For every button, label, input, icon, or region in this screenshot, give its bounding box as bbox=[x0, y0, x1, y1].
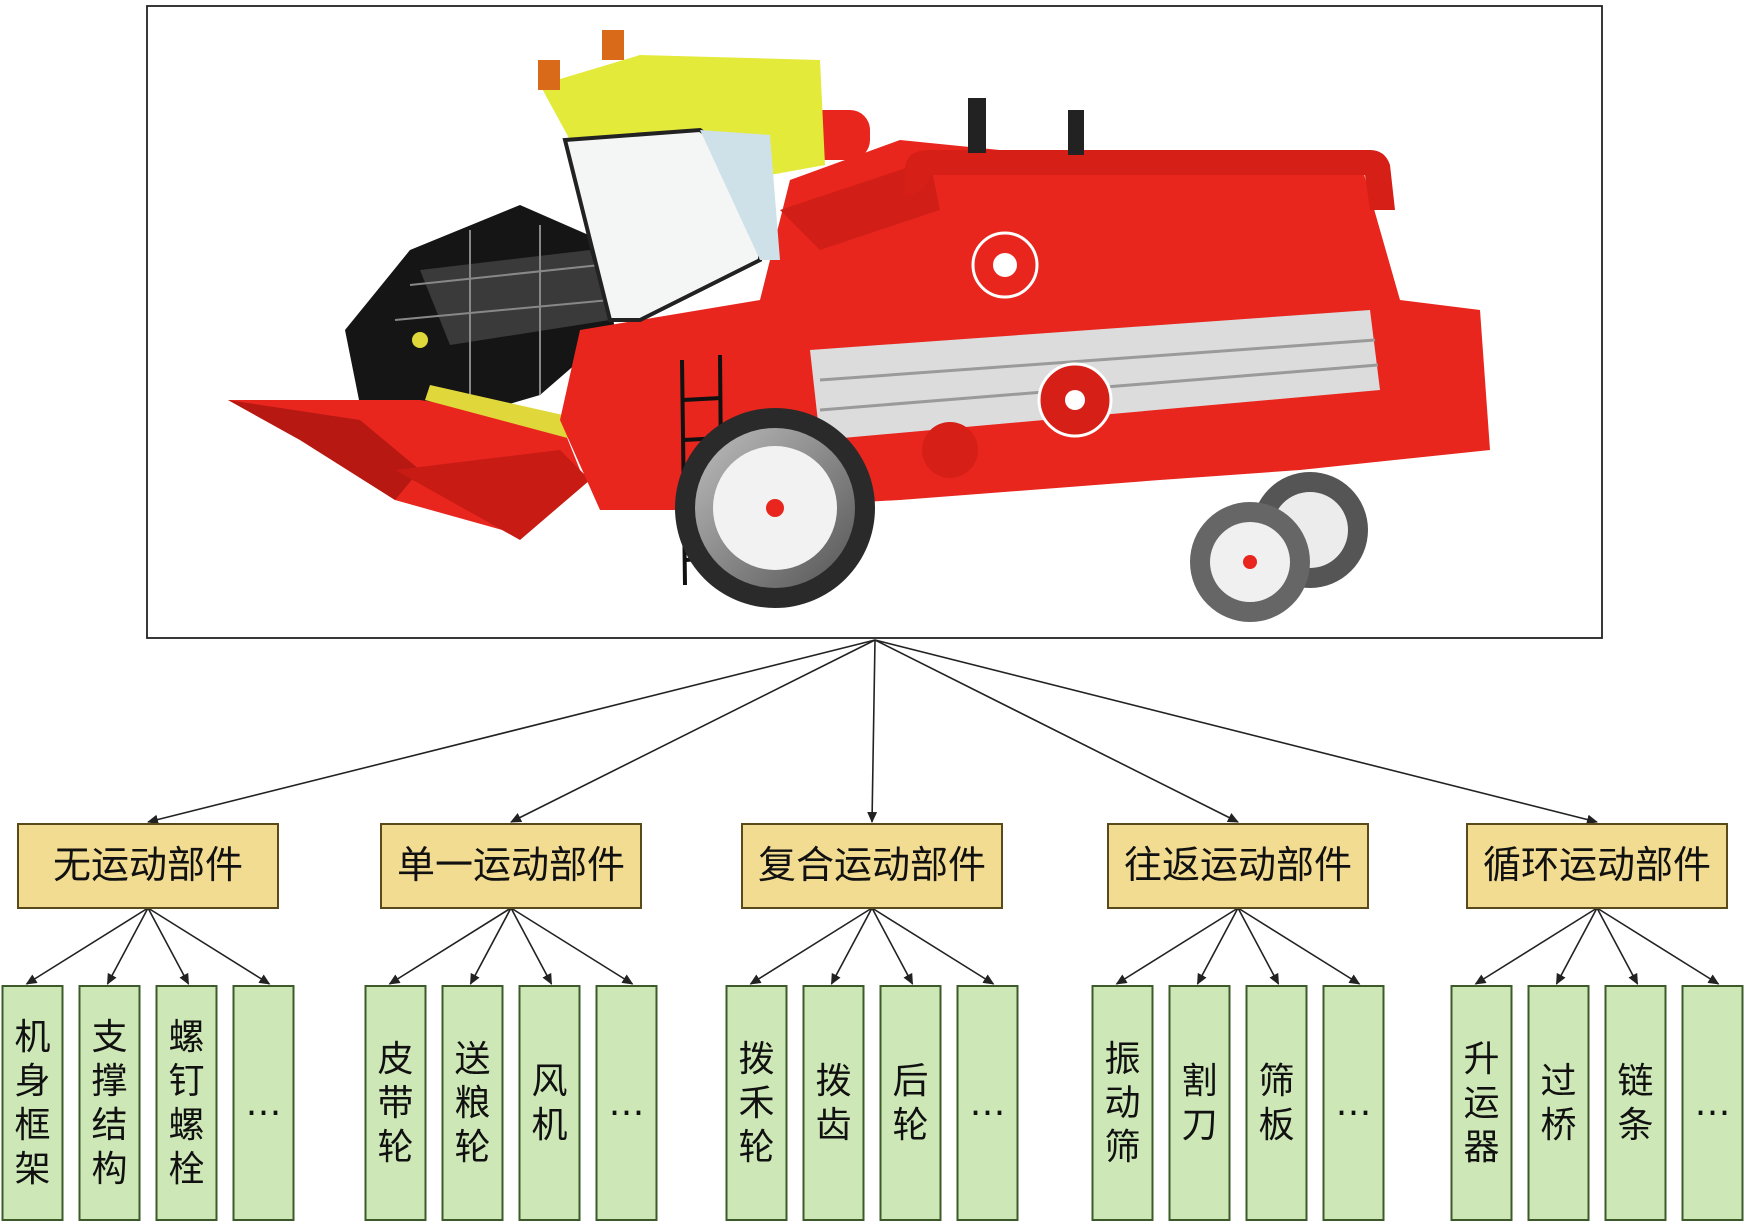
category-to-leaf-edge bbox=[1115, 907, 1239, 985]
leaf-label: 拨禾轮 bbox=[738, 1039, 774, 1168]
leaf-node: 螺钉螺栓 bbox=[155, 985, 218, 1221]
leaf-node: 筛板 bbox=[1245, 985, 1308, 1221]
category-to-leaf-edge bbox=[388, 907, 512, 985]
category-node: 往返运动部件 bbox=[1107, 823, 1369, 909]
category-to-leaf-edge bbox=[147, 907, 271, 985]
root-to-category-edge bbox=[147, 639, 876, 825]
leaf-label: 机身框架 bbox=[14, 1017, 50, 1190]
category-node: 循环运动部件 bbox=[1466, 823, 1728, 909]
leaf-label: 链条 bbox=[1617, 1061, 1653, 1146]
category-to-leaf-edge bbox=[147, 907, 190, 985]
leaf-node: … bbox=[956, 985, 1019, 1221]
leaf-node: … bbox=[232, 985, 295, 1221]
category-label: 单一运动部件 bbox=[397, 843, 625, 887]
root-to-category-edge bbox=[867, 639, 878, 823]
leaf-node: 升运器 bbox=[1450, 985, 1513, 1221]
leaf-node: 送粮轮 bbox=[441, 985, 504, 1221]
category-to-leaf-edge bbox=[106, 907, 149, 985]
leaf-label: 拨齿 bbox=[815, 1061, 851, 1146]
leaf-node: 拨齿 bbox=[802, 985, 865, 1221]
leaf-node: 风机 bbox=[518, 985, 581, 1221]
leaf-label: 过桥 bbox=[1540, 1061, 1576, 1146]
leaf-label: 螺钉螺栓 bbox=[168, 1017, 204, 1190]
category-to-leaf-edge bbox=[1596, 907, 1639, 985]
category-node: 单一运动部件 bbox=[380, 823, 642, 909]
leaf-label: 后轮 bbox=[892, 1061, 928, 1146]
root-to-category-edge bbox=[874, 639, 1239, 823]
category-to-leaf-edge bbox=[871, 907, 995, 985]
category-label: 往返运动部件 bbox=[1124, 843, 1352, 887]
category-to-leaf-edge bbox=[749, 907, 873, 985]
leaf-node: 皮带轮 bbox=[364, 985, 427, 1221]
leaf-node: 振动筛 bbox=[1091, 985, 1154, 1221]
category-to-leaf-edge bbox=[1196, 907, 1239, 985]
category-label: 无运动部件 bbox=[53, 843, 243, 887]
leaf-node: 过桥 bbox=[1527, 985, 1590, 1221]
category-label: 循环运动部件 bbox=[1483, 843, 1711, 887]
leaf-node: … bbox=[1681, 985, 1744, 1221]
category-node: 复合运动部件 bbox=[741, 823, 1003, 909]
leaf-label: 振动筛 bbox=[1104, 1039, 1140, 1168]
leaf-node: 后轮 bbox=[879, 985, 942, 1221]
harvester-image-frame bbox=[146, 5, 1603, 639]
leaf-label: … bbox=[609, 1083, 645, 1124]
category-to-leaf-edge bbox=[1237, 907, 1280, 985]
root-to-category-edge bbox=[510, 639, 876, 823]
category-to-leaf-edge bbox=[469, 907, 512, 985]
leaf-label: 筛板 bbox=[1258, 1061, 1294, 1146]
category-to-leaf-edge bbox=[510, 907, 634, 985]
category-to-leaf-edge bbox=[871, 907, 914, 985]
leaf-label: 升运器 bbox=[1463, 1039, 1499, 1168]
leaf-label: … bbox=[246, 1083, 282, 1124]
leaf-node: … bbox=[595, 985, 658, 1221]
leaf-label: … bbox=[970, 1083, 1006, 1124]
category-to-leaf-edge bbox=[1237, 907, 1361, 985]
leaf-label: 支撑结构 bbox=[91, 1017, 127, 1190]
category-to-leaf-edge bbox=[25, 907, 149, 985]
category-label: 复合运动部件 bbox=[758, 843, 986, 887]
root-edges bbox=[147, 639, 1598, 825]
leaf-label: 皮带轮 bbox=[377, 1039, 413, 1168]
leaf-label: 风机 bbox=[531, 1061, 567, 1146]
leaf-node: 割刀 bbox=[1168, 985, 1231, 1221]
leaf-edges bbox=[25, 907, 1720, 985]
leaf-label: 割刀 bbox=[1181, 1061, 1217, 1146]
leaf-label: 送粮轮 bbox=[454, 1039, 490, 1168]
category-to-leaf-edge bbox=[510, 907, 553, 985]
root-to-category-edge bbox=[874, 639, 1598, 825]
leaf-node: … bbox=[1322, 985, 1385, 1221]
category-to-leaf-edge bbox=[1474, 907, 1598, 985]
leaf-node: 支撑结构 bbox=[78, 985, 141, 1221]
category-node: 无运动部件 bbox=[17, 823, 279, 909]
leaf-node: 拨禾轮 bbox=[725, 985, 788, 1221]
leaf-label: … bbox=[1336, 1083, 1372, 1124]
leaf-node: 机身框架 bbox=[1, 985, 64, 1221]
category-to-leaf-edge bbox=[830, 907, 873, 985]
category-to-leaf-edge bbox=[1596, 907, 1720, 985]
leaf-node: 链条 bbox=[1604, 985, 1667, 1221]
leaf-label: … bbox=[1695, 1083, 1731, 1124]
category-to-leaf-edge bbox=[1555, 907, 1598, 985]
combine-harvester-illustration bbox=[228, 30, 1490, 622]
